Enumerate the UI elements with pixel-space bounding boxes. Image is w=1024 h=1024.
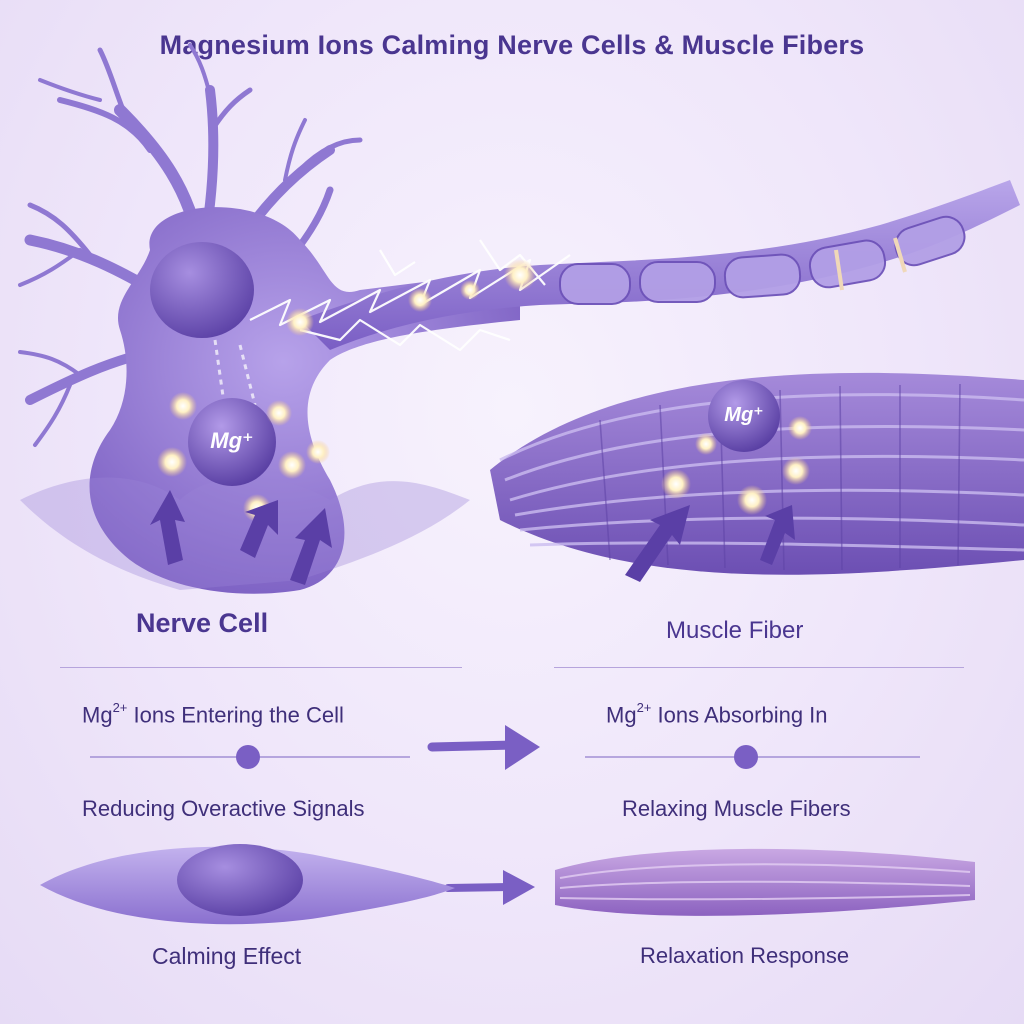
nerve-nucleus (150, 242, 254, 338)
divider-left (60, 667, 462, 668)
relaxed-muscle-fibers (555, 848, 975, 916)
muscle-step-absorbing: Mg2+ Ions Absorbing In (606, 700, 828, 728)
muscle-step-relaxing: Relaxing Muscle Fibers (622, 796, 851, 821)
step-dot-left (236, 745, 260, 769)
axon (300, 180, 1020, 350)
nerve-entry-arrows (150, 490, 332, 585)
transition-arrow-top (427, 725, 540, 770)
nerve-step-reducing: Reducing Overactive Signals (82, 796, 365, 821)
nerve-cell-label: Nerve Cell (136, 608, 269, 638)
nerve-mg-ion (188, 398, 276, 486)
nerve-mg-ion-label: Mg⁺ (210, 428, 254, 453)
nerve-outcome-label: Calming Effect (152, 943, 302, 969)
page-title: Magnesium Ions Calming Nerve Cells & Mus… (159, 30, 865, 60)
divider-right (554, 667, 964, 668)
muscle-mg-ion (708, 380, 780, 452)
muscle-mg-ion-label: Mg⁺ (724, 404, 764, 426)
nerve-step-entering: Mg2+ Ions Entering the Cell (82, 700, 344, 728)
muscle-fiber-label: Muscle Fiber (666, 617, 804, 644)
spark-glows (286, 259, 536, 336)
step-dot-right (734, 745, 758, 769)
muscle-entry-arrows (625, 505, 795, 582)
muscle-outcome-label: Relaxation Response (640, 943, 850, 968)
transition-arrow-bottom (444, 870, 535, 905)
calm-nerve-cell (40, 844, 455, 925)
muscle-ion-glows (661, 416, 812, 515)
